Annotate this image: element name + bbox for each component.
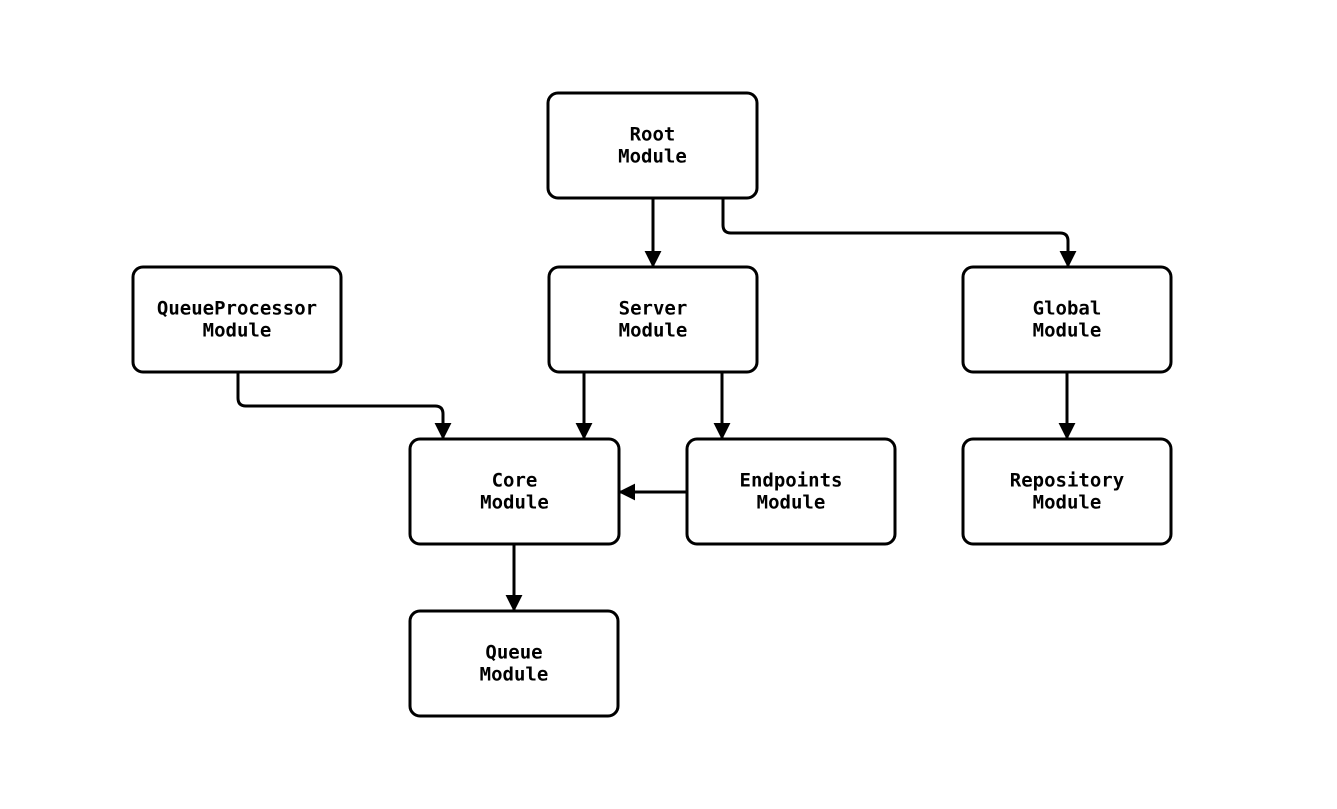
edge-root-to-global <box>721 198 1077 268</box>
node-queue-box <box>408 609 620 718</box>
node-server-box <box>547 265 759 374</box>
node-global-box <box>961 265 1173 374</box>
node-repository-box <box>961 437 1173 546</box>
edge-queueprocessor-to-core <box>236 372 452 440</box>
node-endpoints-box <box>685 437 897 546</box>
node-queueprocessor-box <box>131 265 343 374</box>
node-root-box <box>546 91 759 200</box>
node-core-box <box>408 437 621 546</box>
